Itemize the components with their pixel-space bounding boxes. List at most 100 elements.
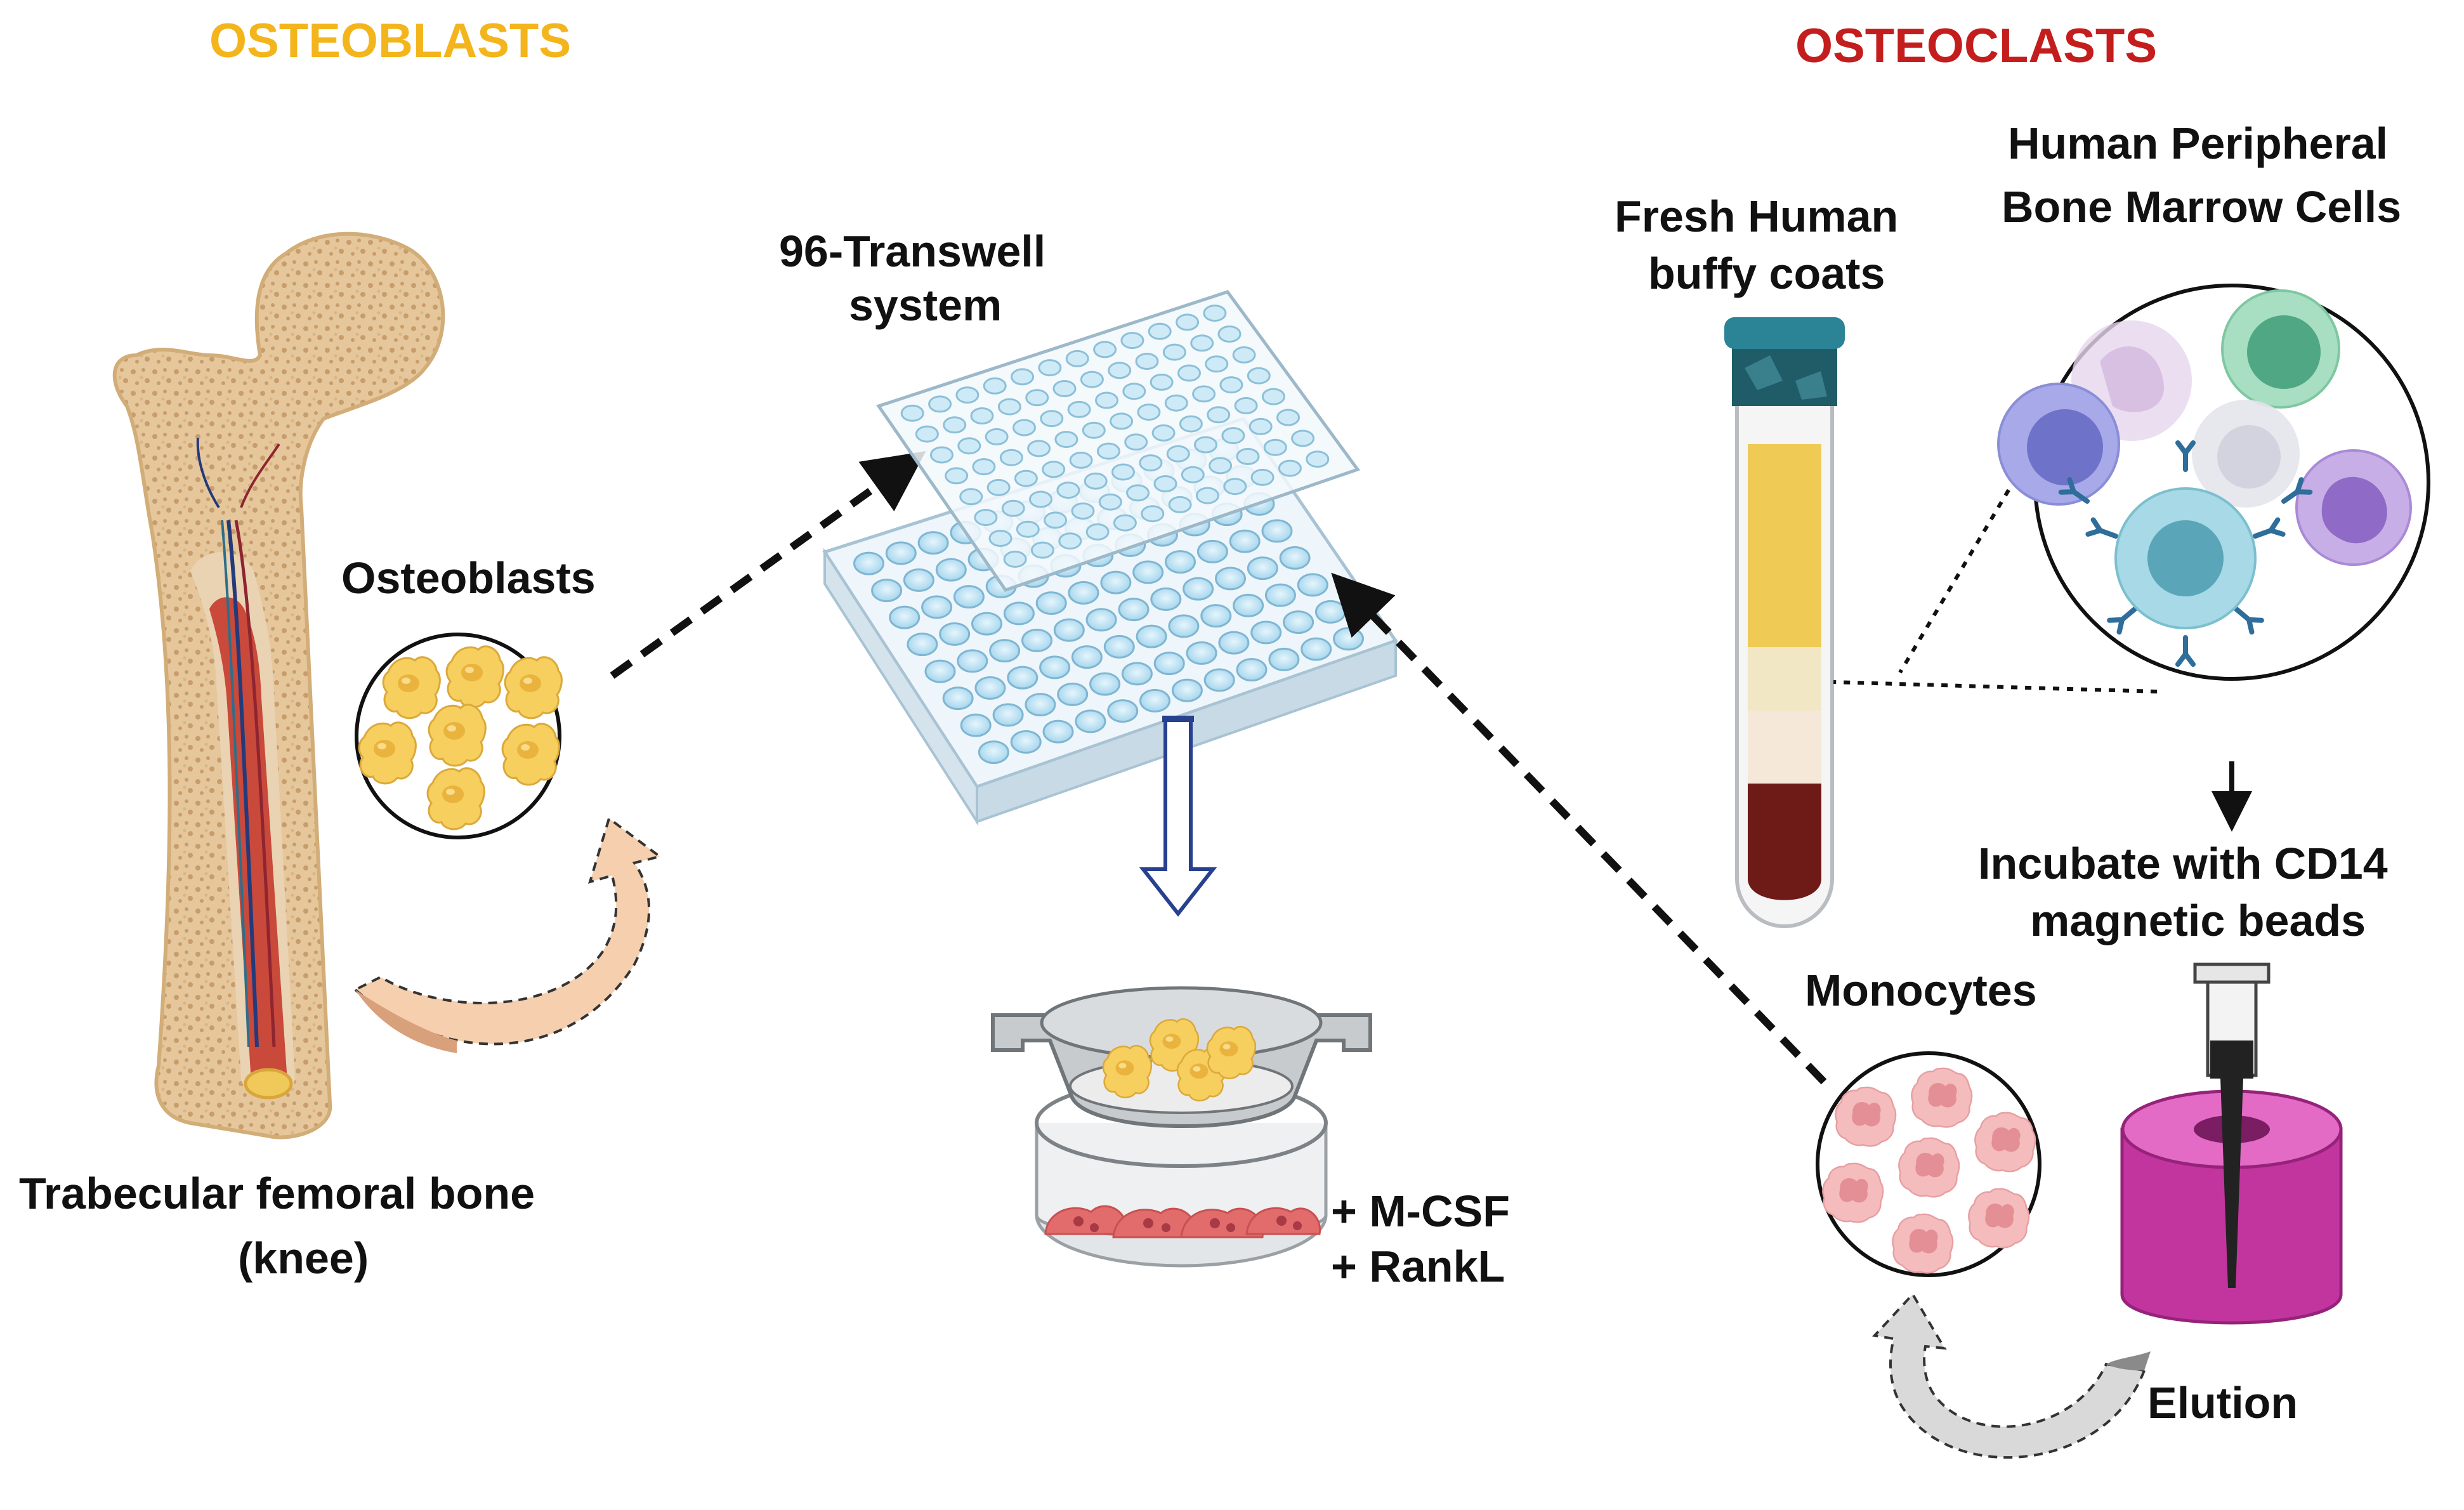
plate-well xyxy=(992,703,1024,727)
incubate-label-line2: magnetic beads xyxy=(2030,896,2366,945)
transwell-label-line2: system xyxy=(849,280,1002,330)
plate-well xyxy=(1151,424,1176,442)
plate-well xyxy=(1236,658,1268,682)
plate-well xyxy=(1025,389,1049,407)
plate-well xyxy=(1058,532,1082,550)
plate-well xyxy=(1100,570,1132,594)
plate-well xyxy=(1205,355,1229,373)
plate-well xyxy=(1052,380,1077,397)
plate-well xyxy=(1038,359,1062,377)
plate-well xyxy=(1126,484,1150,502)
monocytes-to-plate-arrow xyxy=(1331,572,1827,1085)
plate-well xyxy=(1150,373,1174,391)
plate-well xyxy=(1071,502,1095,520)
plate-well xyxy=(1148,322,1172,340)
osteoblasts-circle xyxy=(355,633,563,839)
plate-well xyxy=(1084,472,1108,490)
plate-well xyxy=(1247,556,1278,581)
plate-well xyxy=(1279,546,1311,570)
plate-well xyxy=(917,531,949,555)
bone-label-line2: (knee) xyxy=(238,1233,369,1283)
plate-well xyxy=(1093,341,1117,358)
osteoclasts-heading: OSTEOCLASTS xyxy=(1795,19,2158,73)
plate-well xyxy=(999,449,1023,466)
plate-well xyxy=(1153,475,1177,492)
buffy-coat-label-line2: buffy coats xyxy=(1648,249,1885,298)
plate-well xyxy=(1203,305,1227,322)
plate-well xyxy=(1248,417,1273,435)
plate-well xyxy=(974,509,998,527)
plate-well xyxy=(1096,442,1120,460)
plate-well xyxy=(1007,666,1039,690)
plate-well xyxy=(1068,581,1099,605)
plate-well xyxy=(924,659,956,683)
plate-well xyxy=(957,437,981,455)
plate-well xyxy=(1153,652,1185,676)
plate-well xyxy=(1057,682,1089,706)
plate-well xyxy=(959,488,983,506)
plate-well xyxy=(1263,438,1287,456)
plate-well xyxy=(1118,598,1150,622)
plate-well xyxy=(1012,419,1036,437)
elution-to-monocytes-arrow xyxy=(1872,1292,2151,1459)
plate-well xyxy=(1291,430,1315,447)
plate-well xyxy=(1203,668,1235,692)
plate-well xyxy=(1209,457,1233,475)
plate-well xyxy=(1122,383,1146,400)
bone-marrow-cells-circle xyxy=(1833,284,2430,693)
transwell-insert xyxy=(991,986,1372,1268)
plate-well xyxy=(1141,505,1165,523)
plate-well xyxy=(1276,409,1300,426)
plate-well xyxy=(1003,601,1035,626)
plate-well xyxy=(900,404,924,422)
plate-well xyxy=(1042,461,1066,478)
plate-well xyxy=(1168,614,1200,638)
bone-label-line1: Trabecular femoral bone xyxy=(19,1169,535,1218)
plate-well xyxy=(1014,469,1038,487)
plate-well xyxy=(1223,478,1247,496)
plate-well xyxy=(1027,440,1051,457)
plate-well xyxy=(921,595,953,619)
plate-well xyxy=(1181,466,1205,483)
plate-well xyxy=(1176,313,1200,331)
femur-illustration xyxy=(112,232,445,1139)
plate-well xyxy=(1071,645,1103,669)
plate-well xyxy=(1283,610,1314,634)
plate-well xyxy=(903,568,934,592)
plate-well xyxy=(1278,459,1302,477)
plate-well xyxy=(1139,688,1170,712)
plate-well xyxy=(1011,368,1035,386)
plate-well xyxy=(930,446,953,464)
plate-well xyxy=(1219,376,1243,394)
bone-marrow-label-line1: Human Peripheral xyxy=(2008,119,2389,168)
plate-well xyxy=(907,633,938,657)
plate-well xyxy=(1010,730,1042,754)
osteoblasts-to-plate-arrow xyxy=(610,451,926,679)
plate-well xyxy=(1250,620,1282,645)
plate-well xyxy=(1261,519,1293,543)
incubate-label-line1: Incubate with CD14 xyxy=(1978,839,2388,888)
plate-well xyxy=(1089,672,1121,696)
plate-well xyxy=(1268,647,1300,671)
plate-well xyxy=(970,407,994,424)
plate-well xyxy=(1136,624,1167,648)
plate-well xyxy=(1171,678,1203,702)
femur-to-osteoblasts-arrow xyxy=(353,816,663,1053)
plate-well xyxy=(1306,450,1330,468)
plate-well xyxy=(960,713,992,737)
plate-well xyxy=(1029,490,1052,508)
buffy-coat-tube xyxy=(1724,317,1845,928)
plate-well xyxy=(986,478,1011,496)
plate-well xyxy=(1164,394,1188,412)
plate-well xyxy=(935,558,967,582)
plate-well xyxy=(1040,410,1064,428)
plate-well xyxy=(1301,637,1332,661)
plate-well xyxy=(1314,600,1346,624)
plate-well xyxy=(988,530,1012,547)
plate-well xyxy=(1247,367,1271,384)
plate-well xyxy=(1195,487,1219,504)
plate-well xyxy=(889,605,921,629)
plate-well xyxy=(1234,397,1258,414)
cd14-labelled-monocyte xyxy=(2061,443,2310,664)
plate-well xyxy=(1183,577,1214,601)
